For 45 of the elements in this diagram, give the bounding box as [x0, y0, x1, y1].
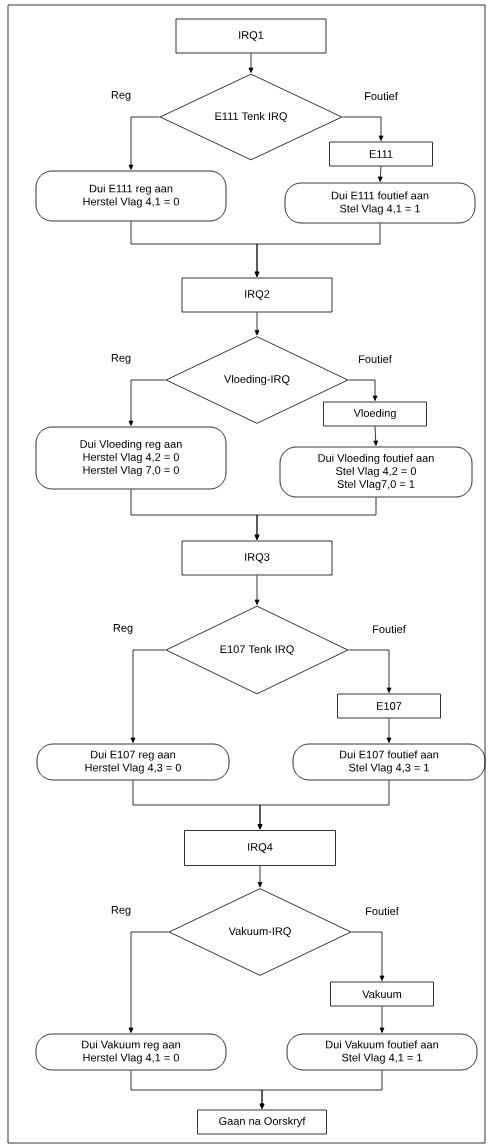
edge-label: Foutief: [371, 623, 407, 635]
arrow: [254, 497, 377, 540]
process-box: IRQ1: [175, 18, 327, 54]
arrow: [348, 379, 378, 401]
arrow: [257, 865, 263, 888]
edge-label: Reg: [111, 623, 135, 635]
process-box: Vakuum: [330, 981, 434, 1007]
arrow: [128, 379, 166, 426]
arrow: [254, 312, 260, 336]
arrow: [373, 426, 379, 446]
process-box: IRQ2: [181, 277, 333, 313]
arrow: [348, 649, 392, 693]
arrow: [379, 1006, 385, 1033]
process-box: Gaan na Oorskryf: [197, 1109, 327, 1135]
rounded-box: Dui E111 foutief aan Stel Vlag 4,1 = 1: [284, 182, 476, 224]
rounded-box: Dui Vakuum reg aan Herstel Vlag 4,1 = 0: [35, 1033, 227, 1071]
rounded-box: Dui E107 reg aan Herstel Vlag 4,3 = 0: [36, 743, 230, 781]
arrow: [342, 116, 384, 141]
arrow: [130, 649, 166, 743]
process-box: E111: [329, 141, 433, 167]
process-box: E107: [337, 693, 441, 719]
edge-label: Reg: [109, 90, 133, 102]
arrow: [128, 116, 160, 170]
rounded-box: Dui Vakuum foutief aan Stel Vlag 4,1 = 1: [286, 1033, 478, 1071]
arrow: [254, 223, 381, 277]
process-box: IRQ3: [181, 540, 333, 576]
rounded-box: Dui Vloeding reg aan Herstel Vlag 4,2 = 0 Herstel Vlag 7,0 = 0: [35, 426, 227, 490]
edge-label: Reg: [109, 905, 133, 917]
process-box: Vloeding: [323, 401, 427, 427]
edge-label: Foutief: [364, 905, 400, 917]
arrow: [351, 931, 385, 981]
arrow: [128, 931, 169, 1033]
arrow: [377, 166, 383, 182]
edge-label: Foutief: [357, 353, 393, 365]
arrow: [386, 718, 392, 743]
edge-label: Foutief: [363, 90, 399, 102]
arrow: [248, 53, 254, 73]
rounded-box: Dui E107 foutief aan Stel Vlag 4,3 = 1: [292, 743, 486, 781]
rounded-box: Dui E111 reg aan Herstel Vlag 4,1 = 0: [35, 170, 227, 222]
edge-label: Reg: [109, 353, 133, 365]
process-box: IRQ4: [184, 830, 336, 866]
arrow: [259, 1070, 383, 1109]
arrow: [257, 780, 390, 830]
arrow: [254, 575, 260, 605]
rounded-box: Dui Vloeding foutief aan Stel Vlag 4,2 = 0 Stel Vlag7,0 = 1: [279, 446, 473, 498]
